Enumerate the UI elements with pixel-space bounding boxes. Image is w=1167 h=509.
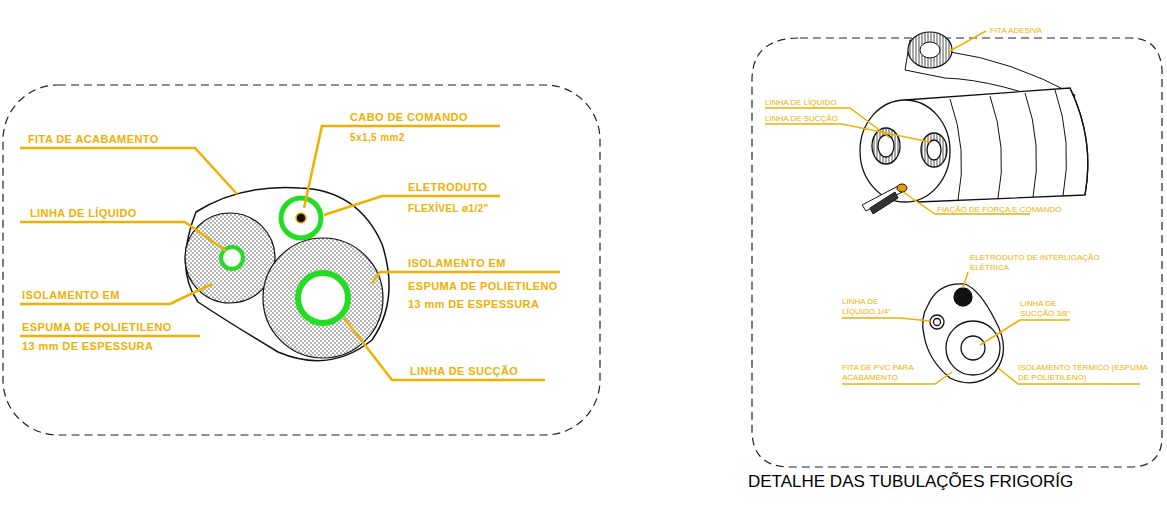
callout-label: FIAÇÃO DE FORÇA E COMANDO: [937, 205, 1061, 215]
pipe-bundle: [860, 88, 1088, 202]
callout-label: ELETRODUTO DE INTERLIGAÇÃO ELÉTRICA: [970, 253, 1120, 272]
suction-pipe: [298, 273, 348, 323]
detail-frame: [3, 85, 600, 435]
leader-lines: [20, 126, 560, 380]
callout-label: FITA ADESIVA: [990, 26, 1042, 36]
callout-label: CABO DE COMANDO: [350, 111, 468, 124]
callout-label: FITA DE ACABAMENTO: [28, 133, 159, 146]
callout-label: 5x1,5 mm2: [350, 132, 405, 144]
suction-insulation: [263, 238, 383, 358]
callout-label: 13 mm DE ESPESSURA: [22, 340, 153, 353]
callout-label: LINHA DE SUCÇÃO 3/8": [1020, 299, 1076, 318]
callout-label: ESPUMA DE POLIETILENO: [22, 321, 172, 334]
wiring: [862, 184, 907, 214]
callout-label: LINHA DE SUCÇÃO: [765, 114, 838, 124]
callout-label: LINHA DE LÍQUIDO 1/4": [842, 297, 898, 316]
callout-label: FITA DE PVC PARA ACABAMENTO: [842, 363, 937, 382]
callout-label: FLEXÍVEL ø1/2": [408, 203, 489, 215]
callout-label: 13 mm DE ESPESSURA: [408, 298, 539, 311]
callout-label: ISOLAMENTO EM: [22, 289, 120, 302]
callout-label: ISOLAMENTO TÉRMICO (ESPUMA DE POLIETILEN…: [1018, 363, 1158, 382]
control-cable: [296, 213, 306, 223]
cross-section: [923, 284, 1004, 383]
callout-label: ELETRODUTO: [408, 181, 488, 194]
finishing-tape: [185, 188, 389, 361]
detail-frame: [752, 38, 1162, 467]
callout-label: LINHA DE LÍQUIDO: [765, 98, 837, 108]
caption: DETALHE DAS TUBULAÇÕES FRIGORÍG: [748, 472, 1073, 492]
callout-label: ISOLAMENTO EM: [408, 257, 506, 270]
leader-lines: [765, 31, 1140, 384]
callout-label: LINHA DE LÍQUIDO: [30, 207, 137, 220]
callout-label: LINHA DE SUCÇÃO: [410, 365, 518, 378]
conduit: [281, 198, 321, 238]
callout-label: ESPUMA DE POLIETILENO: [408, 280, 558, 293]
